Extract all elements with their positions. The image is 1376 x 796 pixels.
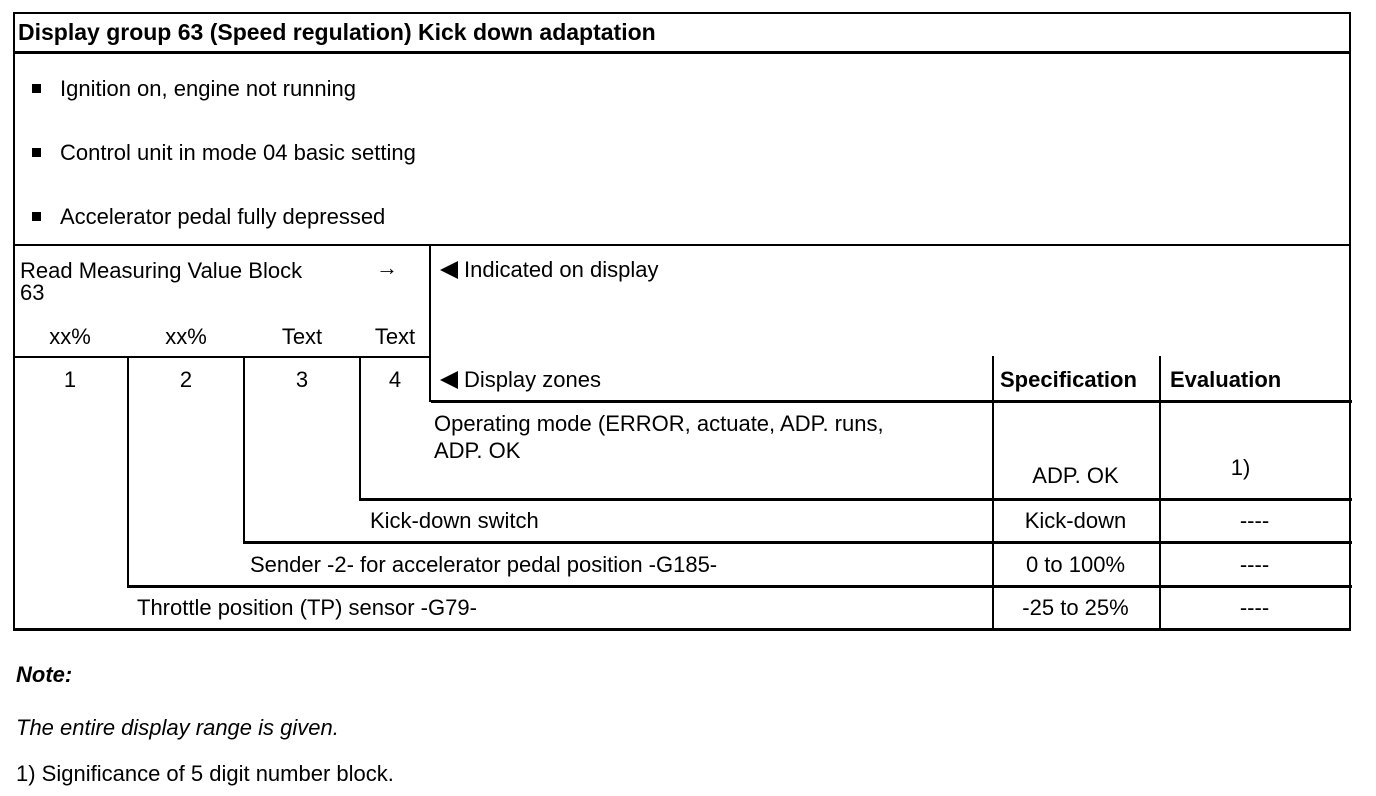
condition-item: Accelerator pedal fully depressed [60, 204, 386, 229]
zone3-4-divider [359, 356, 361, 500]
zone2-3-divider [243, 356, 245, 543]
table-left-border [13, 12, 15, 631]
row-specification: -25 to 25% [1022, 595, 1129, 620]
table-bottom-border [13, 628, 1351, 631]
evaluation-header: Evaluation [1170, 367, 1282, 392]
row-description: ADP. OK [434, 438, 521, 463]
footnote: 1) Significance of 5 digit number block. [16, 761, 394, 786]
table-top-border [13, 12, 1351, 14]
zone-number: 4 [388, 367, 402, 392]
row-specification: ADP. OK [1032, 463, 1119, 488]
left-pointer-icon [440, 371, 458, 389]
zones-row-top-border [13, 356, 431, 358]
conditions-bottom-border [13, 244, 1351, 246]
row-description: Operating mode (ERROR, actuate, ADP. run… [434, 411, 884, 436]
condition-item: Ignition on, engine not running [60, 76, 357, 101]
row-description: Kick-down switch [370, 508, 539, 533]
zone-format-label: xx% [165, 324, 207, 349]
header-row-bottom-border [431, 400, 1352, 403]
bullet-icon [32, 212, 41, 221]
zone1-2-divider [127, 356, 129, 587]
measuring-block-command-line1: Read Measuring Value Block [20, 258, 303, 283]
zone-number: 1 [63, 367, 77, 392]
zone-number: 2 [179, 367, 193, 392]
bullet-icon [32, 148, 41, 157]
left-pointer-icon [440, 261, 458, 279]
indicated-on-display-label: Indicated on display [464, 257, 659, 282]
condition-item: Control unit in mode 04 basic setting [60, 140, 416, 165]
block-indicated-divider [429, 244, 431, 402]
note-body: The entire display range is given. [16, 715, 339, 740]
row-evaluation: ---- [1239, 508, 1270, 533]
zone-format-label: xx% [49, 324, 91, 349]
row3-step-border [127, 585, 1352, 588]
row-evaluation: ---- [1239, 552, 1270, 577]
page-title: Display group 63 (Speed regulation) Kick… [18, 19, 656, 45]
right-arrow-icon: → [376, 255, 398, 280]
evaluation-column-divider [1159, 356, 1161, 630]
title-bottom-border [13, 51, 1351, 54]
zone-format-label: Text [374, 324, 416, 349]
note-heading: Note: [16, 662, 73, 687]
row2-step-border [243, 541, 1352, 544]
row-description: Sender -2- for accelerator pedal positio… [250, 552, 718, 577]
table-right-border [1349, 12, 1351, 631]
row1-step-border [359, 498, 1352, 501]
display-zones-label: Display zones [464, 367, 601, 392]
bullet-icon [32, 84, 41, 93]
row-description: Throttle position (TP) sensor -G79- [137, 595, 477, 620]
row-specification: Kick-down [1024, 508, 1127, 533]
specification-column-divider [992, 356, 994, 630]
zone-number: 3 [295, 367, 309, 392]
measuring-block-command-line2: 63 [20, 280, 45, 305]
zone-format-label: Text [281, 324, 323, 349]
row-evaluation: 1) [1230, 455, 1251, 480]
row-evaluation: ---- [1239, 595, 1270, 620]
row-specification: 0 to 100% [1025, 552, 1126, 577]
specification-header: Specification [1000, 367, 1137, 392]
